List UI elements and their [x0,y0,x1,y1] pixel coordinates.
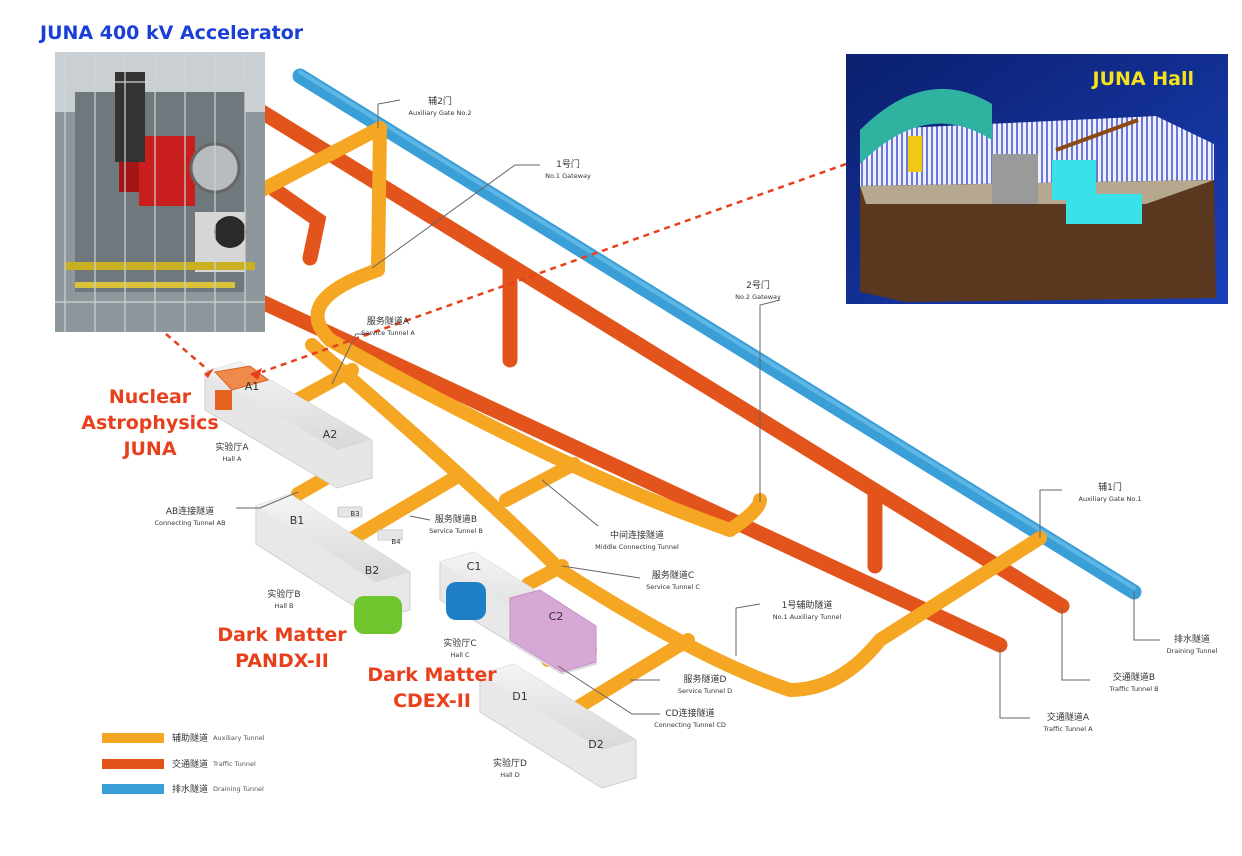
mid-zh: 中间连接隧道 [610,529,664,541]
hall-c1-label: C1 [467,560,482,573]
cdex-vessel [446,582,486,620]
hall-b4-label: B4 [391,538,401,546]
hallA-en: Hall A [223,455,243,463]
legend-swatch-draining [102,783,164,794]
main-title: JUNA 400 kV Accelerator [40,22,304,44]
caption-cdex: Dark Matter CDEX-II [362,662,502,714]
drain-zh: 排水隧道 [1174,633,1210,645]
trafB-zh: 交通隧道B [1113,671,1155,683]
svcB-zh: 服务隧道B [435,513,477,525]
legend-zh-traffic: 交通隧道 [172,760,209,770]
legend-traffic: 交通隧道 Traffic Tunnel [102,757,256,770]
trafA-zh: 交通隧道A [1047,711,1090,723]
legend-en-traffic: Traffic Tunnel [213,759,256,768]
hallC-zh: 实验厅C [443,637,476,649]
trafA-en: Traffic Tunnel A [1042,725,1093,733]
svcA-en: Service Tunnel A [361,329,415,337]
accelerator-photo [55,52,265,332]
svcA-zh: 服务隧道A [367,315,410,327]
juna-hall-title: JUNA Hall [1092,68,1194,90]
hall-a1-label: A1 [245,380,260,393]
cd-zh: CD连接隧道 [665,707,714,719]
legend-zh-auxiliary: 辅助隧道 [172,734,209,744]
aux-gate2-en: Auxiliary Gate No.2 [409,109,472,117]
hallB-zh: 实验厅B [267,588,300,600]
gate1-en: No.1 Gateway [545,172,591,180]
svcC-en: Service Tunnel C [646,583,700,591]
gate1-zh: 1号门 [556,158,580,170]
hall-c2-label: C2 [549,610,564,623]
traffic-tunnels [254,104,1070,653]
hallD-en: Hall D [500,771,520,779]
drain-en: Draining Tunnel [1167,647,1218,655]
legend-auxiliary: 辅助隧道 Auxiliary Tunnel [102,731,265,744]
caption-juna-line1: Nuclear [108,386,192,408]
hall-b-box [255,493,411,634]
caption-juna-line3: JUNA [123,438,177,460]
legend-zh-draining: 排水隧道 [172,785,209,795]
gate2-en: No.2 Gateway [735,293,781,301]
pandx-vessel [354,596,402,634]
cd-en: Connecting Tunnel CD [654,721,726,729]
hall-d2-label: D2 [588,738,603,751]
draining-tunnel [292,68,1142,600]
hall-b1-label: B1 [290,514,305,527]
hallA-zh: 实验厅A [215,441,249,453]
svcB-en: Service Tunnel B [429,527,483,535]
caption-pandx: Dark Matter PANDX-II [212,622,352,674]
caption-pandx-line2: PANDX-II [235,650,329,672]
ab-en: Connecting Tunnel AB [154,519,225,527]
svcC-zh: 服务隧道C [652,569,694,581]
legend-draining: 排水隧道 Draining Tunnel [102,782,264,795]
svcD-en: Service Tunnel D [678,687,732,695]
caption-cdex-line2: CDEX-II [393,690,471,712]
caption-nuclear-astrophysics: Nuclear Astrophysics JUNA [80,384,220,462]
ab-zh: AB连接隧道 [166,505,214,517]
hall-d1-label: D1 [512,690,527,703]
aux1-zh: 1号辅助隧道 [782,599,833,611]
legend-en-auxiliary: Auxiliary Tunnel [213,733,265,742]
aux-gate2-zh: 辅2门 [428,95,452,107]
mid-en: Middle Connecting Tunnel [595,543,679,551]
indicator-arrows [165,162,847,374]
juna-hall-render: JUNA Hall [846,54,1228,304]
hallB-en: Hall B [274,602,293,610]
hall-b2-label: B2 [365,564,380,577]
hallC-en: Hall C [450,651,470,659]
aux1-en: No.1 Auxiliary Tunnel [773,613,842,621]
hall-b3-label: B3 [350,510,359,518]
hall-a2-label: A2 [323,428,338,441]
hall-c-box [439,551,597,675]
auxgate1-zh: 辅1门 [1098,481,1122,493]
svcD-zh: 服务隧道D [684,673,727,685]
auxgate1-en: Auxiliary Gate No.1 [1079,495,1142,503]
legend-swatch-traffic [102,758,164,769]
legend-en-draining: Draining Tunnel [213,784,264,793]
caption-juna-line2: Astrophysics [81,412,219,434]
gate2-zh: 2号门 [746,279,770,291]
leader-lines [236,99,1160,719]
hall-c2-highlight [509,589,597,673]
legend-swatch-auxiliary [102,732,164,743]
hallD-zh: 实验厅D [493,757,527,769]
caption-cdex-line1: Dark Matter [367,664,497,686]
trafB-en: Traffic Tunnel B [1108,685,1158,693]
hall-d-box [479,663,637,789]
caption-pandx-line1: Dark Matter [217,624,347,646]
